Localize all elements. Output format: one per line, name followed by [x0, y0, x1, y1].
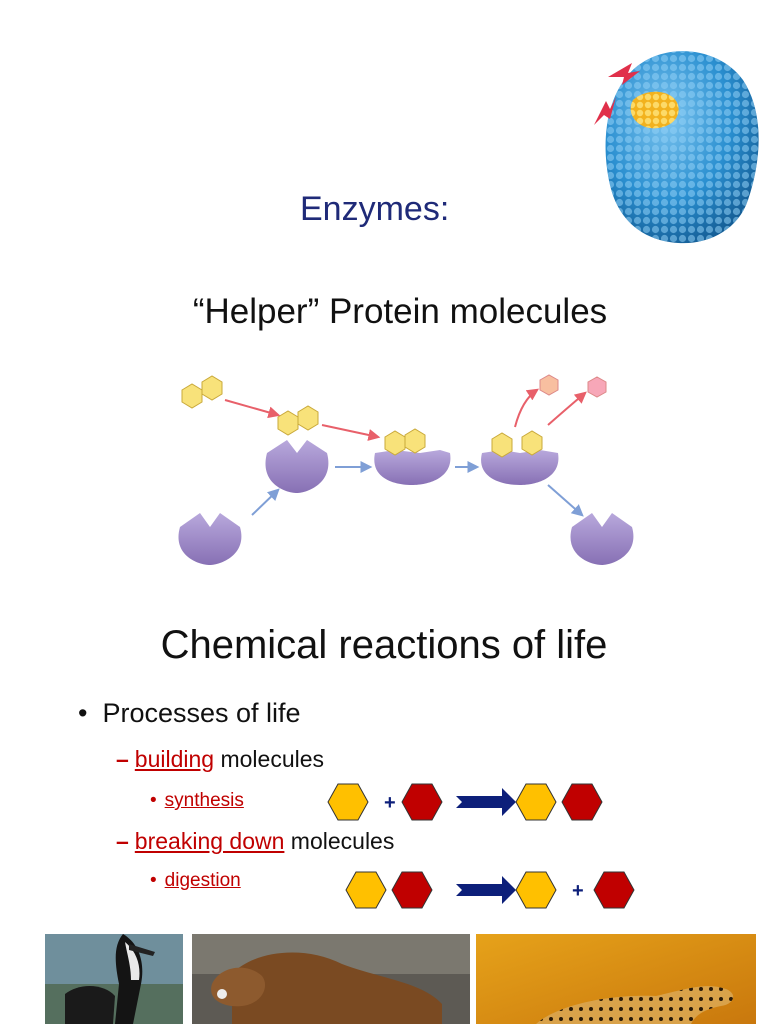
plus-sign: + [572, 880, 584, 902]
synthesis-diagram: + [326, 780, 616, 824]
bird-photo [45, 934, 183, 1024]
digestion-diagram: + [344, 868, 644, 912]
enzyme-reaction-diagram [170, 365, 660, 580]
building-keyword: building [134, 746, 215, 772]
sub-bullet-breaking: –breaking down molecules [116, 828, 394, 855]
breaking-rest: molecules [284, 828, 395, 854]
building-rest: molecules [214, 746, 325, 772]
cheetah-photo [476, 934, 756, 1024]
sub-sub-bullet-digestion: • digestion [150, 870, 241, 892]
sub-sub-bullet-synthesis: • synthesis [150, 790, 244, 812]
synthesis-text: synthesis [164, 790, 244, 811]
slide-heading: Chemical reactions of life [160, 623, 608, 667]
digestion-text: digestion [164, 870, 241, 891]
slide-title: Enzymes: [300, 190, 450, 228]
bear-photo [192, 934, 470, 1024]
bullet-dot: • [150, 790, 157, 811]
dash-marker: – [116, 828, 129, 854]
bullet-dot: • [150, 870, 157, 891]
breaking-keyword: breaking down [134, 828, 285, 854]
bullet-dot: • [78, 698, 103, 728]
slide-subtitle: “Helper” Protein molecules [192, 292, 608, 331]
dash-marker: – [116, 746, 129, 772]
bullet-text: Processes of life [102, 698, 301, 728]
bullet-processes: • Processes of life [78, 698, 301, 729]
enzyme-protein-image [588, 45, 768, 250]
plus-sign: + [384, 792, 396, 814]
sub-bullet-building: –building molecules [116, 746, 324, 773]
